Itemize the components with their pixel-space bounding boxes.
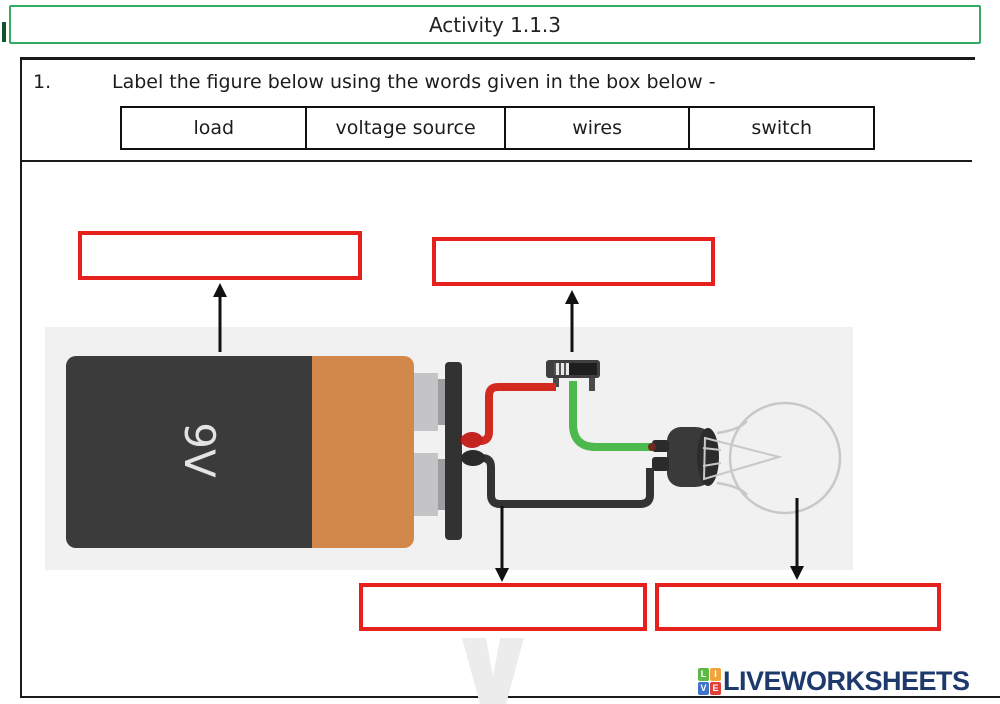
- section-divider: [20, 160, 972, 162]
- word-bank-item-load: load: [122, 108, 308, 148]
- section-top-border: [20, 57, 975, 60]
- bulb-socket: [667, 427, 717, 487]
- answer-box-wires[interactable]: [359, 583, 647, 631]
- logo-cell-l: L: [698, 667, 709, 681]
- logo-cell-v: V: [698, 681, 709, 695]
- question-number: 1.: [33, 71, 52, 93]
- word-bank-item-switch: switch: [751, 117, 813, 139]
- watermark-stroke-left: [462, 638, 498, 704]
- bulb-socket-pin-top: [652, 440, 669, 452]
- switch-slider: [554, 363, 569, 375]
- watermark-stroke-right: [488, 638, 524, 704]
- logo-wordmark: LIVEWORKSHEETS: [723, 665, 970, 696]
- switch-pin-left: [553, 378, 559, 387]
- switch-slot: [566, 363, 597, 375]
- battery-terminal-bottom-inner: [438, 459, 446, 510]
- answer-box-switch[interactable]: [432, 237, 715, 286]
- logo-cell-e: E: [710, 681, 721, 695]
- liveworksheets-grid-icon: L I V E: [698, 667, 721, 695]
- switch-pin-right: [589, 378, 595, 391]
- battery-terminal-top: [414, 373, 438, 431]
- word-bank-item-wires: wires: [506, 108, 691, 148]
- title-left-tick: [2, 22, 6, 42]
- word-bank-table: load voltage source wires switch: [120, 106, 875, 150]
- activity-title: Activity 1.1.3: [428, 12, 562, 37]
- word-bank-item-voltage-source: voltage source: [307, 108, 506, 148]
- section-left-border: [20, 57, 22, 698]
- battery-body: [66, 356, 312, 548]
- question-text: Label the figure below using the words g…: [112, 71, 716, 93]
- answer-box-bulb[interactable]: [655, 583, 941, 631]
- bulb-socket-pin-bottom: [652, 457, 669, 471]
- battery-cap: [312, 356, 414, 548]
- battery-connector-strip: [445, 362, 462, 540]
- liveworksheets-logo[interactable]: L I V E LIVEWORKSHEETS: [698, 665, 970, 697]
- arrow-wires-head: [495, 568, 509, 582]
- logo-cell-i: I: [710, 667, 721, 681]
- answer-box-battery[interactable]: [78, 231, 362, 280]
- battery-voltage-label: 9V: [175, 422, 225, 478]
- arrow-battery-head: [213, 283, 227, 297]
- activity-title-box: Activity 1.1.3: [9, 5, 981, 44]
- battery-terminal-top-inner: [438, 379, 446, 425]
- arrow-switch-head: [565, 290, 579, 304]
- battery-terminal-bottom: [414, 453, 438, 516]
